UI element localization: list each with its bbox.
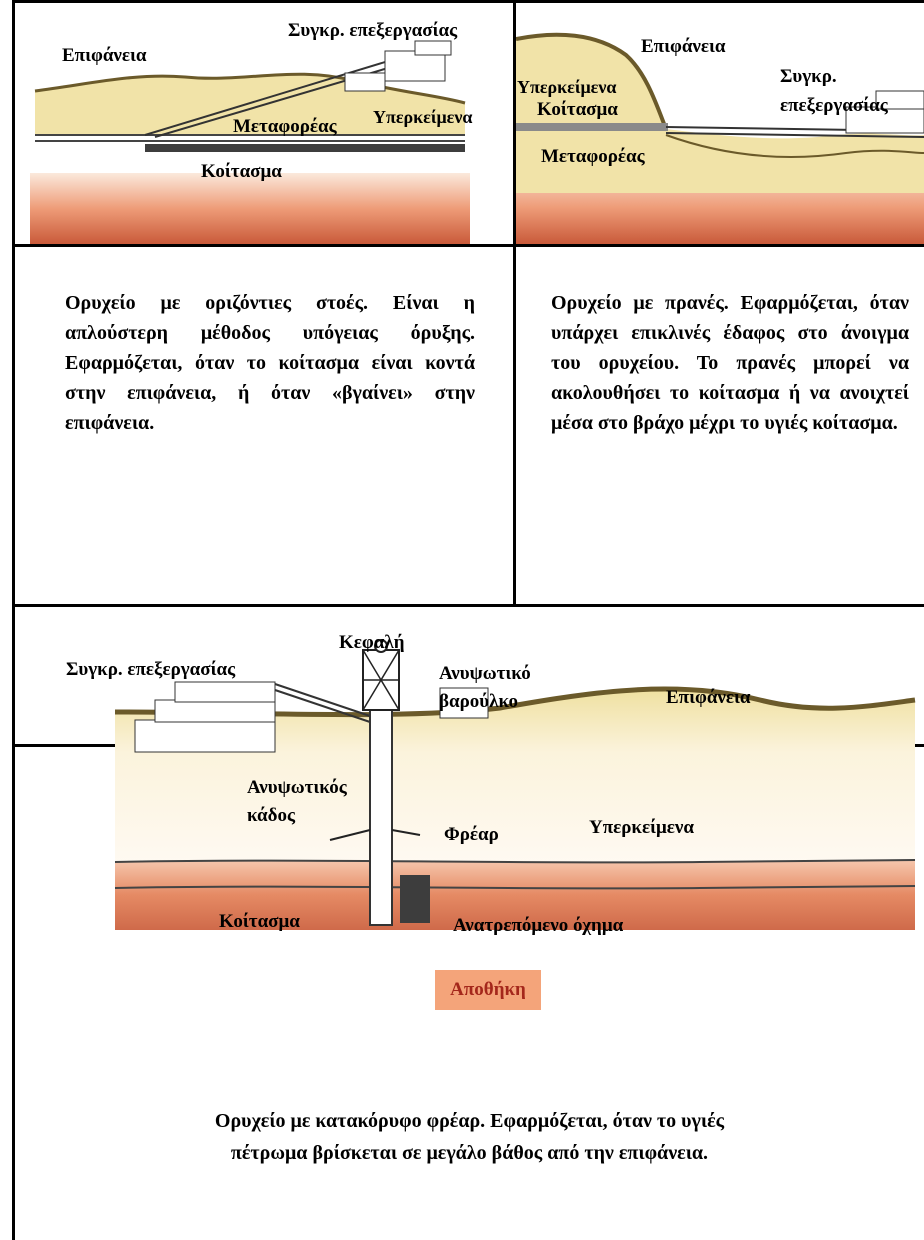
shaft-label-storage: Αποθήκη xyxy=(450,979,526,1001)
shaft-description-line1: Ορυχείο με κατακόρυφο φρέαρ. Εφαρμόζεται… xyxy=(15,1106,924,1136)
frame-h1 xyxy=(12,244,924,247)
shaft-label-car: Ανατρεπόμενο όχημα xyxy=(453,916,623,937)
slope-label-overburden: Υπερκείμενα xyxy=(517,78,616,98)
adit-label-surface: Επιφάνεια xyxy=(62,46,147,67)
shaft-label-surface: Επιφάνεια xyxy=(666,688,751,709)
adit-description: Ορυχείο με οριζόντιες στοές. Είναι η απλ… xyxy=(65,288,475,438)
shaft-label-skip-line1: Ανυψωτικός xyxy=(247,778,347,799)
slope-label-conveyor: Μεταφορέας xyxy=(541,147,645,168)
shaft-label-overburden: Υπερκείμενα xyxy=(589,818,694,839)
shaft-label-deposit: Κοίτασμα xyxy=(219,912,300,933)
shaft-label-skip-line2: κάδος xyxy=(247,806,295,827)
slope-label-deposit: Κοίτασμα xyxy=(537,100,618,121)
shaft-label-headframe: Κεφαλή xyxy=(339,633,404,654)
slope-label-plant-line1: Συγκρ. xyxy=(780,67,837,88)
adit-label-deposit: Κοίτασμα xyxy=(201,162,282,183)
slope-description: Ορυχείο με πρανές. Εφαρμόζεται, όταν υπά… xyxy=(551,288,909,438)
adit-label-overburden: Υπερκείμενα xyxy=(373,108,472,128)
shaft-label-hoist-line2: βαρούλκο xyxy=(439,692,518,713)
shaft-description-line2: πέτρωμα βρίσκεται σε μεγάλο βάθος από τη… xyxy=(15,1138,924,1168)
shaft-label-plant: Συγκρ. επεξεργασίας xyxy=(66,660,235,681)
frame-h3 xyxy=(12,744,924,747)
shaft-label-shaft: Φρέαρ xyxy=(444,825,499,846)
adit-label-conveyor: Μεταφορέας xyxy=(233,117,337,138)
storage-box: Αποθήκη xyxy=(435,970,541,1010)
shaft-label-hoist-line1: Ανυψωτικό xyxy=(439,664,531,685)
slope-label-plant-line2: επεξεργασίας xyxy=(780,96,888,117)
slope-label-surface: Επιφάνεια xyxy=(641,37,726,58)
adit-label-plant: Συγκρ. επεξεργασίας xyxy=(288,21,457,42)
